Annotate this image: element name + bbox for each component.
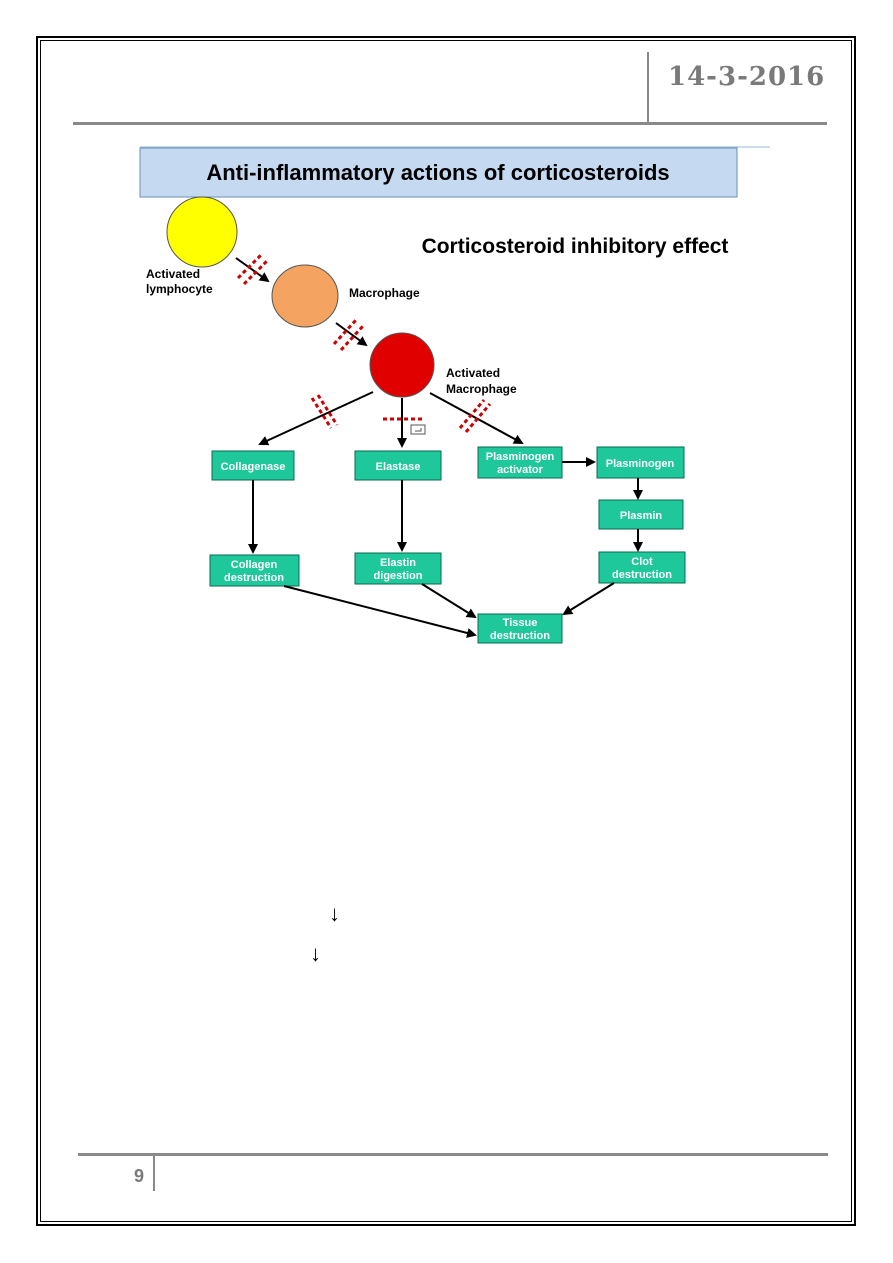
- down-arrow-glyph-2: ↓: [310, 941, 321, 966]
- box-elastin-digestion: [354, 552, 442, 585]
- arrow-collagen-to-tissue: [283, 585, 477, 638]
- box-elastase: [354, 450, 442, 481]
- inhibit-mark-5: [458, 399, 486, 429]
- box-collagenase: [211, 450, 295, 481]
- clot-destruction-label-line1: Clot: [631, 556, 653, 568]
- diagram-title: Anti-inflammatory actions of corticoster…: [206, 160, 669, 185]
- inhibit-mark-2: [332, 318, 358, 346]
- inhibit-mark-2b: [339, 324, 365, 352]
- page-border-outer: [36, 36, 856, 1226]
- lymphocyte-label-line1: Activated: [146, 267, 200, 281]
- activated-macrophage-label-line1: Activated: [446, 366, 500, 380]
- footer-divider: [153, 1155, 155, 1191]
- elastin-digestion-label-line2: digestion: [374, 570, 423, 582]
- tissue-destruction-label-line1: Tissue: [503, 617, 538, 629]
- arrow-to-plasminogen-activator: [429, 392, 524, 444]
- title-banner: [139, 147, 738, 198]
- inhibit-mark-5b: [464, 403, 492, 433]
- collagen-destruction-label-line2: destruction: [224, 572, 284, 584]
- small-return-icon-glyph: [415, 428, 422, 432]
- small-return-icon: [410, 424, 426, 435]
- inhibit-mark-3b: [316, 394, 339, 426]
- elastin-digestion-label-line1: Elastin: [380, 557, 416, 569]
- arrow-elastin-to-tissue: [421, 583, 477, 619]
- inhibit-mark-1b: [242, 258, 270, 286]
- plasminogen-activator-label-line1: Plasminogen: [486, 451, 555, 463]
- box-plasmin: [598, 499, 684, 530]
- diagram-subtitle: Corticosteroid inhibitory effect: [422, 235, 729, 258]
- clot-destruction-label-line2: destruction: [612, 569, 672, 581]
- box-plasminogen: [596, 446, 685, 479]
- box-clot-destruction: [598, 551, 686, 584]
- plasmin-label: Plasmin: [620, 510, 662, 522]
- header-divider: [647, 52, 649, 124]
- activated-lymphocyte-cell: [166, 196, 238, 268]
- page-number: 9: [134, 1166, 145, 1186]
- activated-macrophage-label-line2: Macrophage: [446, 382, 517, 396]
- box-collagen-destruction: [209, 554, 300, 587]
- elastase-label: Elastase: [376, 461, 421, 473]
- arrow-clot-to-tissue: [562, 582, 615, 616]
- box-tissue-destruction: [477, 613, 563, 644]
- macrophage-cell: [271, 264, 339, 328]
- inhibit-mark-3: [310, 397, 333, 429]
- down-arrow-glyph-1: ↓: [329, 901, 340, 926]
- collagenase-label: Collagenase: [221, 461, 286, 473]
- activated-macrophage-cell: [369, 332, 435, 398]
- footer-rule: [78, 1153, 828, 1156]
- inhibit-mark-1: [236, 252, 264, 280]
- arrow-macrophage-to-activated: [335, 322, 368, 347]
- plasminogen-activator-label-line2: activator: [497, 464, 544, 476]
- macrophage-label: Macrophage: [349, 286, 420, 300]
- arrow-lymphocyte-to-macrophage: [235, 257, 270, 283]
- plasminogen-label: Plasminogen: [606, 458, 675, 470]
- header-date: 14-3-2016: [668, 62, 826, 92]
- collagen-destruction-label-line1: Collagen: [231, 559, 278, 571]
- arrow-to-collagenase: [258, 391, 374, 446]
- header-rule: [73, 122, 827, 125]
- box-plasminogen-activator: [477, 446, 563, 479]
- page-border-inner: [40, 40, 852, 1222]
- tissue-destruction-label-line2: destruction: [490, 630, 550, 642]
- lymphocyte-label-line2: lymphocyte: [146, 282, 213, 296]
